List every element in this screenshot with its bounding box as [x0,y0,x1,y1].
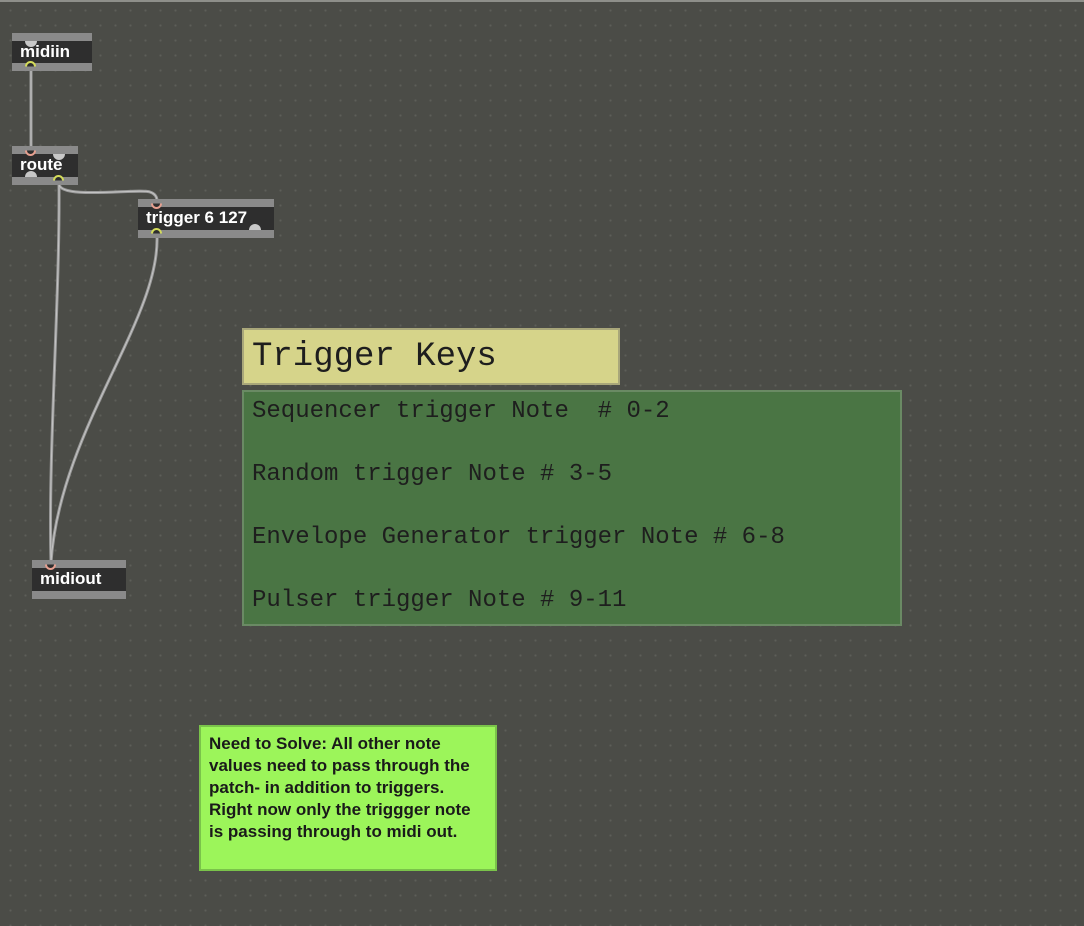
route-outlet-right[interactable] [53,175,64,181]
key-line: Random trigger Note # 3-5 [252,461,613,488]
midiout-label: midiout [40,569,102,588]
midiout-object[interactable]: midiout [32,560,126,599]
title-text: Trigger Keys [252,338,497,376]
trigger-inlet[interactable] [151,203,162,209]
trigger-keys-title-comment[interactable]: Trigger Keys [242,328,620,385]
trigger-keys-panel[interactable]: Sequencer trigger Note # 0-2 Random trig… [242,390,902,626]
key-line: Pulser trigger Note # 9-11 [252,587,627,614]
note-text: Need to Solve: All other note values nee… [209,734,471,841]
trigger-object[interactable]: trigger 6 127 [138,199,274,238]
route-label: route [20,155,63,174]
midiin-outlet[interactable] [25,61,36,67]
need-to-solve-comment[interactable]: Need to Solve: All other note values nee… [199,725,497,871]
trigger-outlet-left[interactable] [151,228,162,234]
midiin-object[interactable]: midiin [12,33,92,71]
route-object[interactable]: route [12,146,78,185]
midiin-label: midiin [20,42,71,61]
route-inlet-left[interactable] [25,150,36,156]
key-line: Envelope Generator trigger Note # 6-8 [252,524,785,551]
window-top-border [0,0,1084,2]
trigger-label: trigger 6 127 [146,208,248,227]
midiout-inlet[interactable] [45,564,56,570]
key-line: Sequencer trigger Note # 0-2 [252,398,670,425]
cord-trigger-midiout [49,234,159,564]
